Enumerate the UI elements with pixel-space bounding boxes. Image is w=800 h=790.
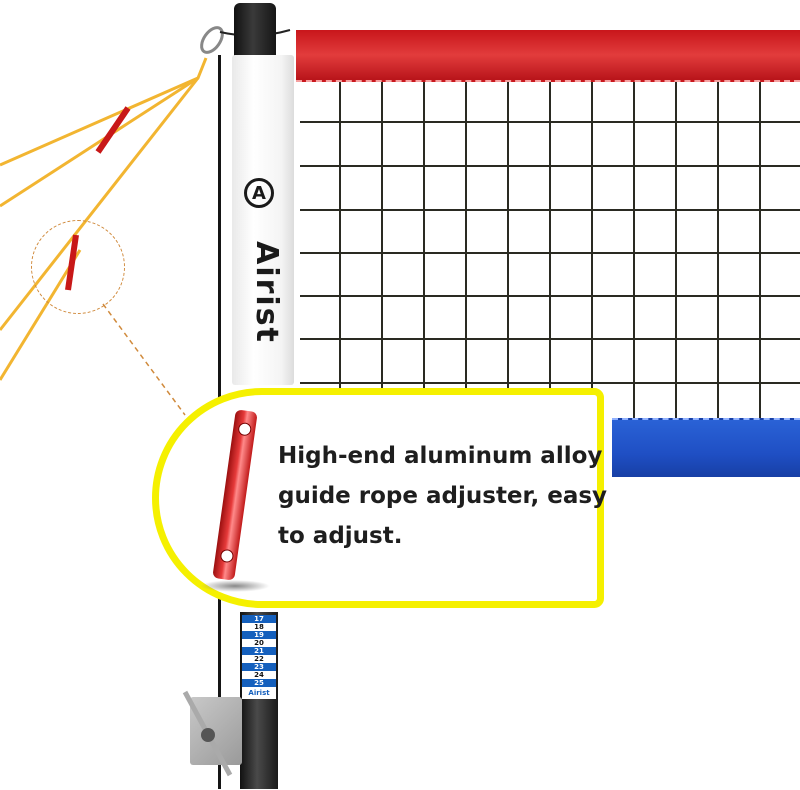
- callout-line-3: to adjust.: [278, 523, 403, 549]
- tension-bolt-icon: [182, 690, 233, 777]
- guy-ropes: [0, 57, 208, 381]
- net-top-band-red: [296, 30, 800, 82]
- adjuster-shadow: [200, 580, 270, 592]
- scale-tick: 21: [242, 647, 276, 655]
- scale-tick: 17: [242, 615, 276, 623]
- rope-adjuster-upper: [95, 106, 131, 154]
- scale-tick: 18: [242, 623, 276, 631]
- callout-line-1: High-end aluminum alloy: [278, 443, 603, 469]
- scale-brand: Airist: [242, 687, 276, 699]
- logo-letter: A: [252, 182, 266, 204]
- height-scale: 17 18 19 20 21 22 23 24 25 Airist: [242, 615, 276, 699]
- pole-sleeve: [232, 55, 294, 385]
- scale-tick: 25: [242, 679, 276, 687]
- detail-highlight-circle: [31, 220, 125, 314]
- scale-tick: 24: [242, 671, 276, 679]
- scale-tick: 22: [242, 655, 276, 663]
- brand-label-vertical: Airist: [226, 212, 306, 372]
- callout-line-2: guide rope adjuster, easy: [278, 483, 608, 509]
- scale-tick: 19: [242, 631, 276, 639]
- scale-tick: 23: [242, 663, 276, 671]
- adjuster-hole: [219, 548, 235, 564]
- callout-text: High-end aluminum alloy guide rope adjus…: [278, 436, 608, 556]
- leader-line: [102, 303, 186, 416]
- adjuster-hole: [237, 421, 253, 437]
- scale-tick: 20: [242, 639, 276, 647]
- net-mesh: [300, 80, 800, 418]
- net-bottom-band-blue: [612, 418, 800, 477]
- pole-cap: [234, 3, 276, 58]
- carabiner-icon: [200, 26, 224, 54]
- brand-text: Airist: [248, 240, 284, 344]
- brand-logo-icon: A: [244, 178, 274, 208]
